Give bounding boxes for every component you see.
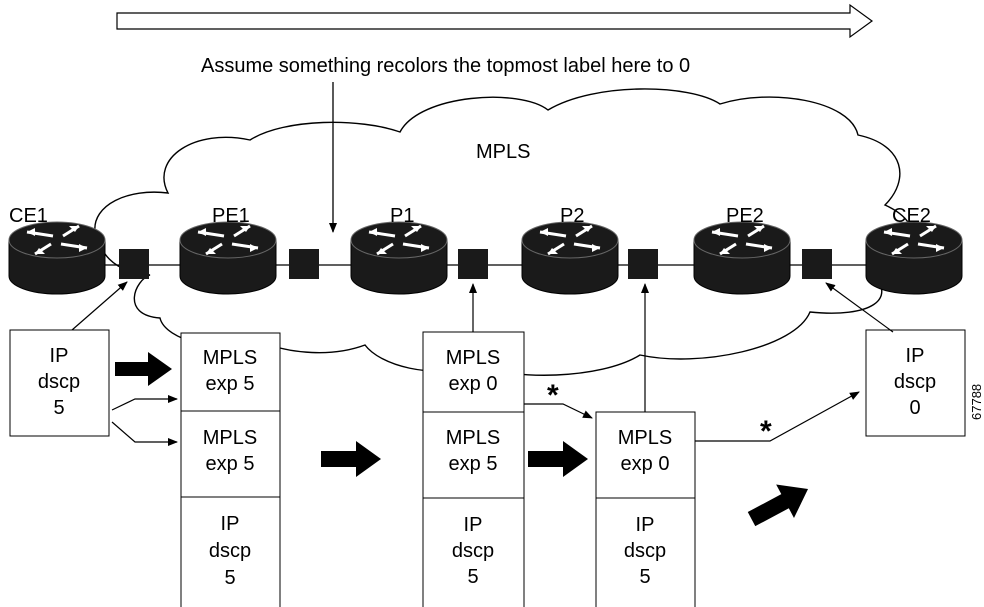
flow-arrow (115, 352, 172, 386)
packet-text: IP (464, 514, 483, 536)
packet-text: exp 0 (621, 453, 670, 475)
packet-text: IP (50, 345, 69, 367)
packet-text: IP (636, 514, 655, 536)
packet-text: dscp (38, 371, 80, 393)
packet-text: MPLS (203, 427, 257, 449)
p2-label-stack: MPLS exp 0 IP dscp 5 (595, 411, 696, 607)
packet-text: exp 0 (449, 373, 498, 395)
packet-text: MPLS (446, 427, 500, 449)
router-icon (178, 220, 278, 296)
router-label-ce1: CE1 (9, 205, 48, 227)
copy-arrow-top (111, 395, 178, 411)
packet-text: MPLS (618, 427, 672, 449)
router-ce2 (864, 220, 964, 296)
packet-text: IP (221, 513, 240, 535)
packet-text: MPLS (446, 347, 500, 369)
packet-text: dscp (624, 540, 666, 562)
recolor-propagation-arrow (524, 403, 593, 419)
packet-text: 5 (53, 397, 64, 419)
egress-propagation-arrow (695, 391, 860, 442)
packet-text: exp 5 (206, 453, 255, 475)
ingress-pointer (71, 281, 128, 331)
flow-arrow (747, 484, 809, 527)
copy-arrow-bottom (111, 421, 178, 446)
router-icon (864, 220, 964, 296)
interface-marker-pe2-ce2 (802, 249, 832, 279)
router-label-pe1: PE1 (212, 205, 250, 227)
packet-text: 5 (467, 566, 478, 588)
router-icon (7, 220, 107, 296)
packet-text: exp 5 (206, 373, 255, 395)
router-label-pe2: PE2 (726, 205, 764, 227)
p1-label-stack: MPLS exp 0 MPLS exp 5 IP dscp 5 (422, 331, 525, 607)
packet-text: dscp (452, 540, 494, 562)
flow-arrow (528, 441, 588, 477)
interface-marker-p2-pe2 (628, 249, 658, 279)
packet-text: 5 (639, 566, 650, 588)
router-p1 (349, 220, 449, 296)
router-icon (349, 220, 449, 296)
ingress-ip-packet: IP dscp 5 (9, 329, 110, 437)
router-label-ce2: CE2 (892, 205, 931, 227)
egress-ip-packet: IP dscp 0 (865, 329, 966, 437)
interface-marker-pe1-p1 (289, 249, 319, 279)
egress-pointer (825, 282, 894, 333)
router-pe2 (692, 220, 792, 296)
marker-star: * (760, 415, 772, 448)
annotation-text: Assume something recolors the topmost la… (201, 55, 690, 77)
router-icon (520, 220, 620, 296)
flow-arrow (321, 441, 381, 477)
interface-marker-p1-p2 (458, 249, 488, 279)
router-icon (692, 220, 792, 296)
packet-text: 5 (224, 567, 235, 589)
packet-text: dscp (894, 371, 936, 393)
cloud-label: MPLS (476, 141, 530, 163)
figure-number: 67788 (969, 384, 984, 420)
router-ce1 (7, 220, 107, 296)
packet-text: 0 (909, 397, 920, 419)
marker-star: * (547, 379, 559, 412)
interface-marker-ce1-pe1 (119, 249, 149, 279)
pe1-label-stack: MPLS exp 5 MPLS exp 5 IP dscp 5 (180, 332, 281, 607)
packet-text: dscp (209, 540, 251, 562)
packet-text: IP (906, 345, 925, 367)
packet-text: exp 5 (449, 453, 498, 475)
router-pe1 (178, 220, 278, 296)
router-label-p1: P1 (390, 205, 414, 227)
packet-text: MPLS (203, 347, 257, 369)
direction-arrow (116, 3, 874, 39)
router-label-p2: P2 (560, 205, 584, 227)
router-p2 (520, 220, 620, 296)
